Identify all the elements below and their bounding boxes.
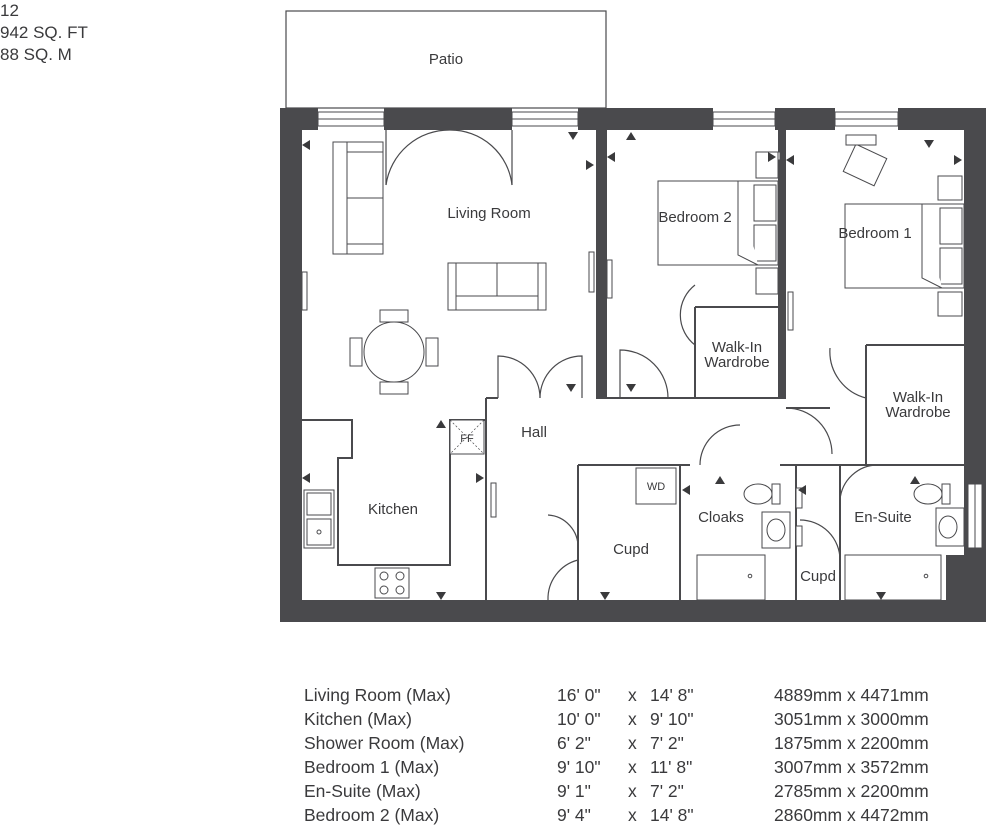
label-walk-in-wardrobe-2b: Wardrobe xyxy=(885,404,950,421)
times-sign: x xyxy=(628,709,637,729)
label-hall: Hall xyxy=(521,424,547,441)
imperial-length: 14' 8" xyxy=(650,805,694,825)
metric-dimensions: 3007mm x 3572mm xyxy=(774,757,929,777)
area-sqft: 942 SQ. FT xyxy=(0,23,88,42)
kitchen-sink-icon xyxy=(303,489,335,549)
room-name: Bedroom 1 (Max) xyxy=(304,757,440,777)
doors xyxy=(385,129,879,601)
plot-number: 12 xyxy=(0,1,19,20)
imperial-length: 14' 8" xyxy=(650,685,694,705)
label-bedroom-2: Bedroom 2 xyxy=(658,209,731,226)
label-cupd-1: Cupd xyxy=(613,541,649,558)
imperial-width: 9' 10" xyxy=(557,757,601,777)
times-sign: x xyxy=(628,733,637,753)
times-sign: x xyxy=(628,757,637,777)
internal-walls xyxy=(302,306,964,600)
metric-dimensions: 2785mm x 2200mm xyxy=(774,781,929,801)
imperial-width: 10' 0" xyxy=(557,709,601,729)
room-name: Kitchen (Max) xyxy=(304,709,412,729)
times-sign: x xyxy=(628,781,637,801)
label-ff: FF xyxy=(460,433,474,445)
dining-table-icon xyxy=(349,309,439,395)
loveseat-icon xyxy=(447,262,547,311)
room-name: En-Suite (Max) xyxy=(304,781,421,801)
label-wd: WD xyxy=(647,481,665,493)
label-walk-in-wardrobe-1b: Wardrobe xyxy=(704,354,769,371)
label-en-suite: En-Suite xyxy=(854,509,912,526)
imperial-length: 11' 8" xyxy=(650,757,693,777)
label-walk-in-wardrobe-1a: Walk-In xyxy=(712,339,762,356)
label-kitchen: Kitchen xyxy=(368,501,418,518)
floor-plan: Patio Living Room Bedroom 2 Bedroom 1 Wa… xyxy=(280,10,986,622)
plot-header: 12 942 SQ. FT 88 SQ. M xyxy=(0,0,88,66)
label-walk-in-wardrobe-2a: Walk-In xyxy=(893,389,943,406)
imperial-width: 6' 2" xyxy=(557,733,591,753)
patio-area xyxy=(285,10,607,109)
times-sign: x xyxy=(628,805,637,825)
room-name: Bedroom 2 (Max) xyxy=(304,805,440,825)
label-patio: Patio xyxy=(429,51,463,68)
metric-dimensions: 2860mm x 4472mm xyxy=(774,805,929,825)
bed-2-icon xyxy=(657,151,779,295)
metric-dimensions: 4889mm x 4471mm xyxy=(774,685,929,705)
imperial-length: 7' 2" xyxy=(650,781,684,801)
imperial-width: 9' 4" xyxy=(557,805,591,825)
imperial-width: 16' 0" xyxy=(557,685,601,705)
socket-markers xyxy=(302,132,962,600)
hob-icon xyxy=(374,567,410,599)
area-sqm: 88 SQ. M xyxy=(0,45,72,64)
imperial-width: 9' 1" xyxy=(557,781,591,801)
times-sign: x xyxy=(628,685,637,705)
label-living-room: Living Room xyxy=(447,205,530,222)
metric-dimensions: 3051mm x 3000mm xyxy=(774,709,929,729)
label-cupd-2: Cupd xyxy=(800,568,836,585)
label-cloaks: Cloaks xyxy=(698,509,744,526)
washer-dryer-box xyxy=(635,467,677,505)
label-bedroom-1: Bedroom 1 xyxy=(838,225,911,242)
room-name: Living Room (Max) xyxy=(304,685,451,705)
sofa-icon xyxy=(332,141,384,255)
windows xyxy=(317,111,983,549)
bathroom-fixtures xyxy=(696,483,965,601)
bed-1-icon xyxy=(842,134,965,317)
room-name: Shower Room (Max) xyxy=(304,733,465,753)
imperial-length: 9' 10" xyxy=(650,709,694,729)
metric-dimensions: 1875mm x 2200mm xyxy=(774,733,929,753)
imperial-length: 7' 2" xyxy=(650,733,684,753)
